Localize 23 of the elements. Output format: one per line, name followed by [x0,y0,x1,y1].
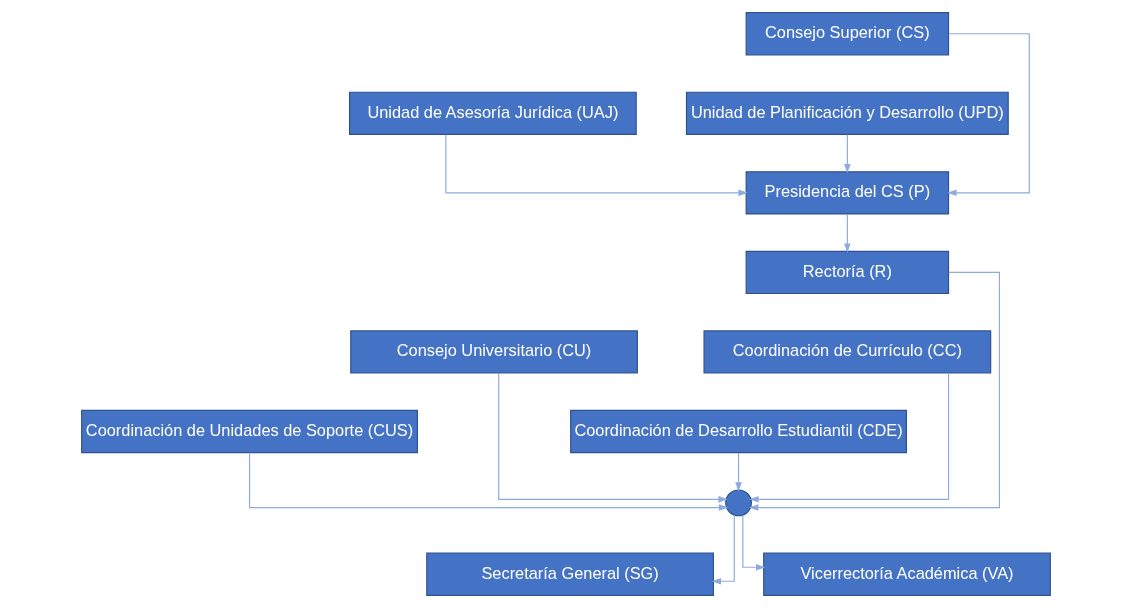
node-box: Unidad de Asesoría Jurídica (UAJ) [348,91,637,135]
node-box: Vicerrectoría Académica (VA) [762,552,1051,596]
arrow [748,271,1000,511]
node-box: Rectoría (R) [745,250,949,295]
arrow [497,372,728,503]
node-box: Consejo Universitario (CU) [349,330,638,374]
node-box: Coordinación de Currículo (CC) [702,330,991,374]
arrow [946,33,1030,197]
arrow [734,452,742,492]
arrow [711,514,735,585]
arrow [444,134,748,197]
node-box: Presidencia del CS (P) [745,171,949,215]
node-box: Secretaría General (SG) [425,552,714,596]
arrow [748,372,949,503]
arrow [843,213,851,253]
node-box: Consejo Superior (CS) [745,12,949,56]
node-box: Coordinación de Desarrollo Estudiantil (CDE) [569,409,907,454]
node-circle [724,489,752,517]
node-box: Coordinación de Unidades de Soporte (CUS) [80,409,418,454]
node-box: Unidad de Planificación y Desarrollo (UPD) [685,91,1009,135]
arrow [843,134,851,174]
arrow [741,514,765,571]
arrow [248,452,728,511]
